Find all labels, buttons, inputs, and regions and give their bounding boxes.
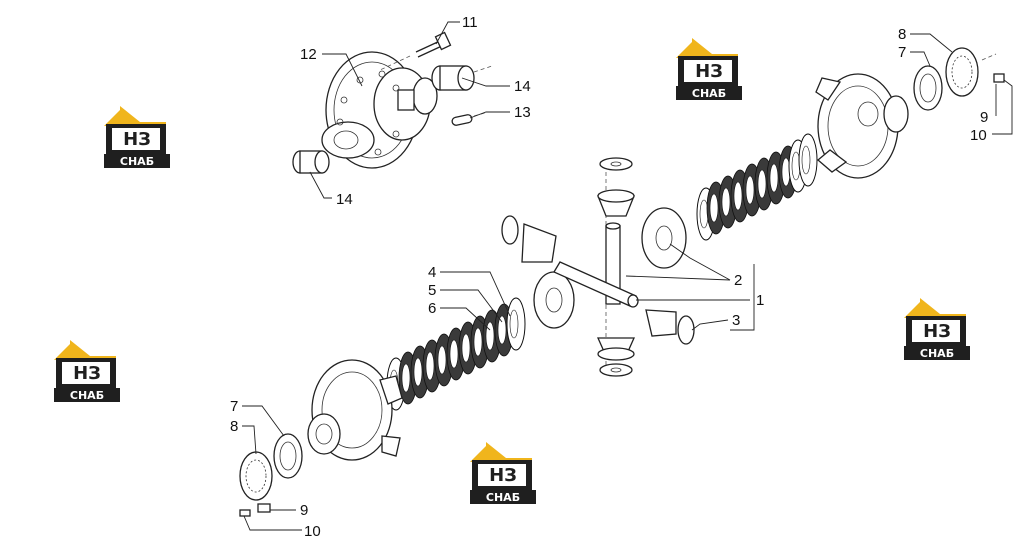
bushing-14-bottom	[292, 150, 330, 174]
bolt-11	[379, 31, 452, 71]
watermark-logo: НЗ СНАБ	[54, 340, 120, 402]
callout-9-top: 9	[980, 109, 988, 126]
bearing-7-left	[273, 433, 303, 479]
callout-14-bottom: 14	[336, 191, 353, 208]
callout-7-top: 7	[898, 44, 906, 61]
callout-7-bottom: 7	[230, 398, 238, 415]
callout-10-top: 10	[970, 127, 987, 144]
callout-12: 12	[300, 46, 317, 63]
watermark-word: СНАБ	[692, 87, 726, 100]
callout-10-bottom: 10	[304, 523, 321, 540]
pin-13	[451, 111, 489, 126]
watermark-letters: НЗ	[489, 465, 517, 486]
spider-gear-set	[501, 157, 695, 377]
ring-nut-8-left	[239, 451, 273, 501]
differential-half-case-left	[307, 359, 403, 461]
watermark-logo: НЗ СНАБ	[676, 38, 742, 100]
watermark-logo: НЗ СНАБ	[904, 298, 970, 360]
callout-6: 6	[428, 300, 436, 317]
callout-5: 5	[428, 282, 436, 299]
watermark-letters: НЗ	[695, 61, 723, 82]
watermark-letters: НЗ	[73, 363, 101, 384]
callout-8-top: 8	[898, 26, 906, 43]
watermark-letters: НЗ	[123, 129, 151, 150]
differential-half-case-right	[815, 73, 909, 179]
callout-8-bottom: 8	[230, 418, 238, 435]
watermark-word: СНАБ	[120, 155, 154, 168]
callout-14-top: 14	[514, 78, 531, 95]
watermark-logo: НЗ СНАБ	[104, 106, 170, 168]
callout-1: 1	[756, 292, 764, 309]
callout-11: 11	[462, 14, 478, 31]
watermark-word: СНАБ	[70, 389, 104, 402]
leader-lines	[242, 21, 1013, 531]
watermark-word: СНАБ	[486, 491, 520, 504]
callout-labels: 11 12 14 13 14 8 7 9 10 2 1 3 4 5 6 7 8 …	[230, 14, 988, 540]
ring-nut-8-right	[945, 47, 979, 97]
watermark-letters: НЗ	[923, 321, 951, 342]
callout-13: 13	[514, 104, 531, 121]
differential-housing-top	[321, 51, 438, 169]
clutch-pack-left	[386, 297, 526, 411]
watermark-logo: НЗ СНАБ	[470, 442, 536, 504]
callout-2: 2	[734, 272, 742, 289]
callout-4: 4	[428, 264, 436, 281]
clutch-pack-right	[696, 133, 818, 241]
watermark-word: СНАБ	[920, 347, 954, 360]
bushing-14-top	[431, 65, 493, 91]
lock-plate-9-right	[981, 53, 1005, 83]
lock-plate-9-left	[239, 503, 271, 517]
bearing-7-right	[913, 65, 943, 111]
callout-9-bottom: 9	[300, 502, 308, 519]
callout-3: 3	[732, 312, 740, 329]
